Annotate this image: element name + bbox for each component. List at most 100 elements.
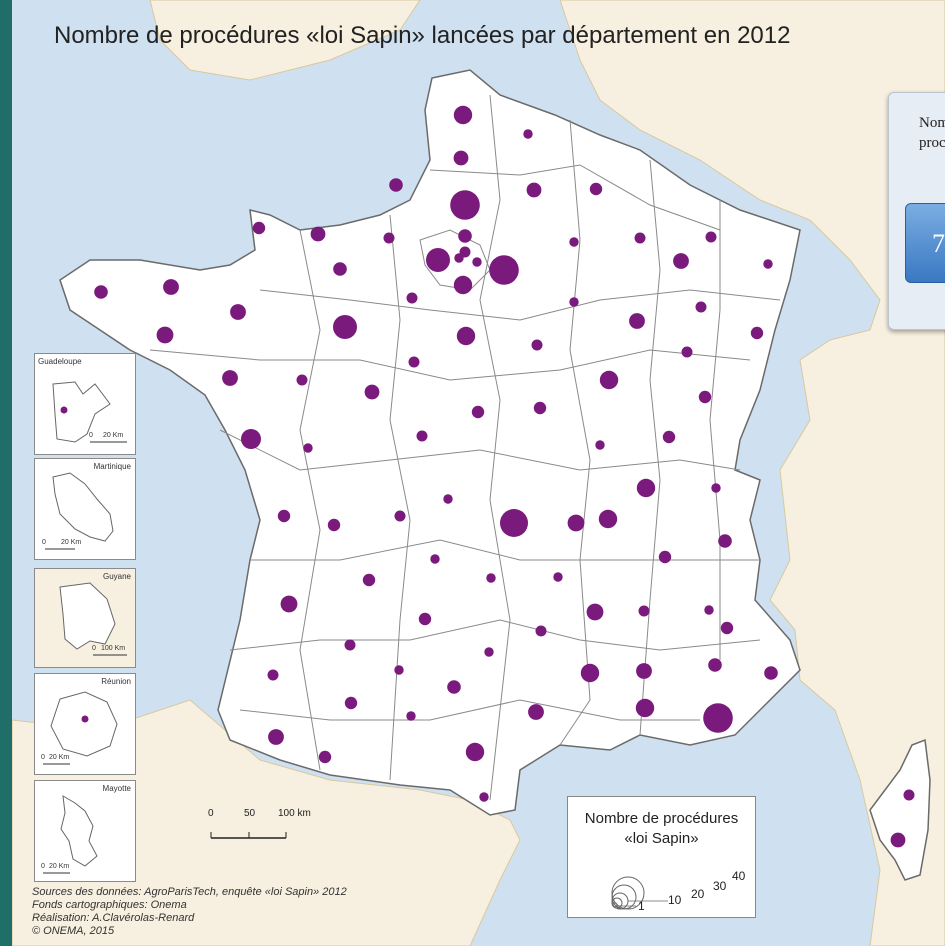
legend-circles [611,876,668,910]
scale-label-100: 100 km [278,808,311,819]
department-symbol [486,573,496,583]
department-symbol [318,750,332,764]
sources-line: Sources des données: AgroParisTech, enqu… [32,886,347,898]
inset-scale-label: 20 Km [49,863,70,870]
department-symbol [94,285,108,299]
legend-value-20: 20 [691,887,705,901]
department-symbol [658,550,672,564]
department-symbol [394,665,404,675]
department-symbol [465,742,485,762]
department-symbol [533,401,547,415]
inset-name: Mayotte [102,784,131,793]
department-symbol [303,443,313,453]
spain-landmass [12,699,521,946]
department-symbol [695,301,707,313]
department-symbol [453,275,473,295]
department-symbol [553,572,563,582]
department-symbol [472,257,482,267]
department-symbol [662,430,676,444]
map-canvas[interactable] [12,0,945,946]
department-symbol [344,639,356,651]
inset-shape [59,582,127,656]
department-symbol [362,573,376,587]
legend-value-40: 40 [732,869,746,883]
corsica[interactable] [869,738,931,881]
department-symbol [720,621,734,635]
department-symbol [458,229,472,243]
popup-text: Nom proc [919,113,945,153]
legend-title: Nombre de procédures «loi Sapin» [568,809,755,849]
department-symbol [280,595,298,613]
department-symbol [156,326,174,344]
france-mainland[interactable] [59,69,801,816]
department-symbol [456,326,476,346]
legend: Nombre de procédures «loi Sapin» 1 10 20… [567,796,756,918]
sources-line: Réalisation: A.Clavérolas-Renard [32,912,195,924]
department-symbol [673,253,689,269]
department-symbol [636,478,656,498]
department-symbols [46,105,915,848]
department-symbol [569,237,579,247]
inset-shape [52,381,127,443]
inset-scale-zero: 0 [42,539,46,546]
map-panel[interactable]: Nombre de procédures «loi Sapin» lancées… [12,0,945,946]
department-symbol [595,440,605,450]
department-symbol [629,313,645,329]
inset-mayotte[interactable]: Mayotte 0 20 Km [34,780,136,882]
inset-scale-zero: 0 [92,645,96,652]
inset-martinique[interactable]: Martinique 0 20 Km [34,458,136,560]
department-symbol [681,346,693,358]
department-symbol [890,832,906,848]
legend-title-line2: «loi Sapin» [624,830,699,847]
department-symbol [703,703,733,733]
department-symbol [599,370,619,390]
legend-title-line1: Nombre de procédures [584,810,739,827]
sources-line: Fonds cartographiques: Onema [32,899,187,911]
inset-name: Martinique [93,462,131,471]
department-symbol [277,509,291,523]
department-symbol [327,518,341,532]
legend-value-30: 30 [713,879,727,893]
sources-block: Sources des données: AgroParisTech, enqu… [32,886,347,938]
inset-shape [43,795,98,874]
legend-value-10: 10 [668,893,682,907]
department-symbol [635,698,655,718]
department-symbol [230,304,246,320]
department-symbol [252,221,266,235]
inset-scale-label: 20 Km [61,539,82,546]
popup-button[interactable]: 7 [905,203,945,283]
department-symbol [708,658,722,672]
popup-line1: Nom [919,115,945,131]
info-popup[interactable]: Nom proc 7 [888,92,945,330]
scale-bar: 0 50 100 km [208,808,328,848]
department-symbol [500,509,528,537]
scale-line [210,832,287,839]
inset-reunion[interactable]: Réunion 0 20 Km [34,673,136,775]
department-symbol [430,554,440,564]
department-symbol [711,483,721,493]
department-symbol [450,190,480,220]
uk-landmass [149,0,421,81]
inset-scale-label: 100 Km [101,645,126,652]
department-symbol [163,279,179,295]
department-symbol [523,129,533,139]
department-symbol [416,430,428,442]
department-symbol [453,150,469,166]
department-symbol [406,711,416,721]
department-symbol [580,663,600,683]
department-symbol [526,182,542,198]
department-symbol [333,262,347,276]
department-symbol [426,248,450,272]
department-symbol [528,704,544,720]
department-symbol [484,647,494,657]
department-symbol [222,370,238,386]
inset-guyane[interactable]: Guyane 0 100 Km [34,568,136,668]
department-symbol [479,792,489,802]
department-symbol [344,696,358,710]
department-symbol [268,729,284,745]
inset-guadeloupe[interactable]: Guadeloupe 0 20 Km [34,353,136,455]
department-symbol [567,514,585,532]
department-symbol [296,374,308,386]
department-symbol [489,255,519,285]
